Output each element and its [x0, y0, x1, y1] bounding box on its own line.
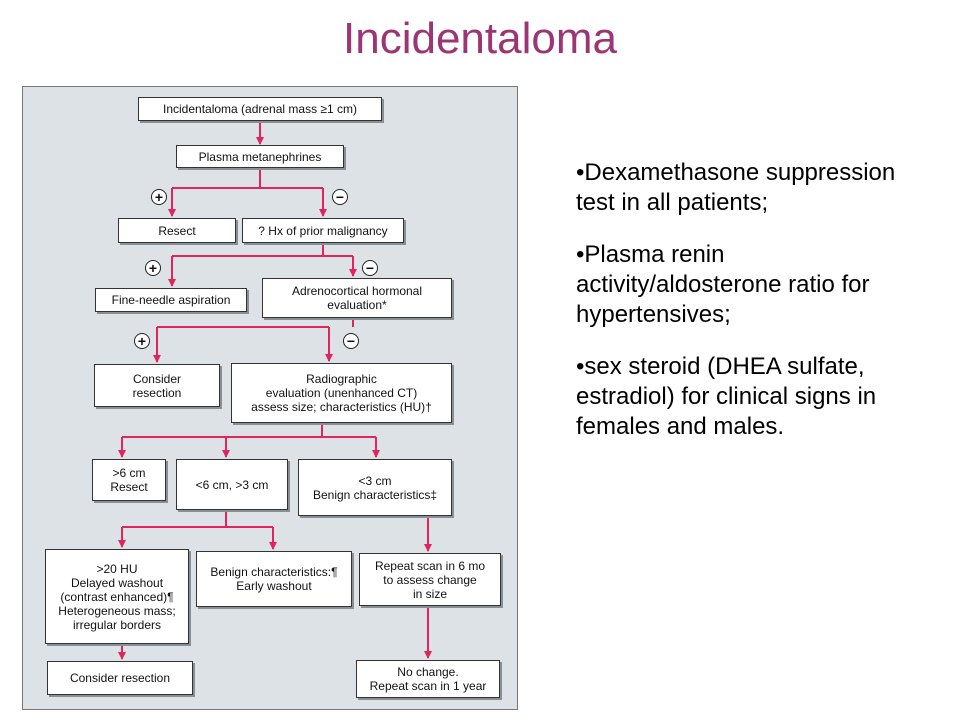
branch-radiographic [122, 423, 376, 438]
branch-metanephrines [172, 168, 323, 189]
node-benign-early-washout: Benign characteristics:¶ Early washout [196, 551, 352, 607]
branch-between [122, 510, 273, 528]
branch-hormonal [157, 318, 354, 328]
node-consider-resection: Consider resection [94, 364, 220, 407]
node-prior-malignancy: ? Hx of prior malignancy [242, 218, 404, 243]
bullet-sex-steroid: •sex steroid (DHEA sulfate, estradiol) f… [576, 353, 877, 440]
node-gt-20hu: >20 HU Delayed washout (contrast enhance… [45, 549, 189, 644]
node-resect: Resect [118, 218, 236, 243]
node-no-change-repeat: No change. Repeat scan in 1 year [356, 660, 500, 698]
node-hormonal-evaluation: Adrenocortical hormonal evaluation* [262, 278, 452, 318]
minus-sign: − [362, 260, 378, 276]
node-fine-needle-aspiration: Fine-needle aspiration [95, 288, 247, 312]
node-gt-6cm: >6 cm Resect [92, 459, 166, 501]
node-incidentaloma: Incidentaloma (adrenal mass ≥1 cm) [138, 97, 382, 121]
node-radiographic-evaluation: Radiographic evaluation (unenhanced CT) … [231, 363, 452, 423]
node-plasma-metanephrines: Plasma metanephrines [176, 145, 344, 168]
branch-prior-malignancy [172, 243, 353, 257]
node-repeat-scan-6mo: Repeat scan in 6 mo to assess change in … [359, 553, 501, 606]
bullet-renin-aldosterone: •Plasma renin activity/aldosterone ratio… [576, 241, 870, 328]
node-lt-3cm: <3 cm Benign characteristics‡ [298, 459, 452, 516]
minus-sign: − [343, 333, 359, 349]
plus-sign: + [145, 260, 161, 276]
node-consider-resection-final: Consider resection [47, 661, 193, 695]
plus-sign: + [151, 189, 167, 205]
bullet-dexamethasone: •Dexamethasone suppression test in all p… [576, 159, 896, 216]
slide-title: Incidentaloma [343, 14, 617, 63]
bullet-list: •Dexamethasone suppression test in all p… [576, 158, 936, 464]
node-6-to-3cm: <6 cm, >3 cm [176, 459, 288, 510]
plus-sign: + [134, 333, 150, 349]
minus-sign: − [332, 189, 348, 205]
